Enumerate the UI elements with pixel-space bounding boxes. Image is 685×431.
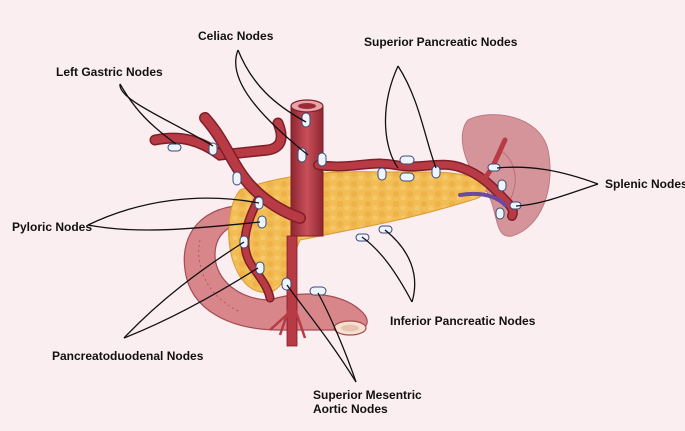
splenic-artery [313, 137, 518, 221]
label-pancreatoduodenal-nodes: Pancreatoduodenal Nodes [52, 349, 204, 363]
node-sp-3 [399, 172, 415, 182]
pancreas [228, 171, 487, 294]
node-left-gastric-1 [167, 143, 182, 152]
leader-splenic-2 [515, 183, 599, 207]
label-superior-mesentric-line2: Aortic Nodes [313, 402, 388, 416]
leader-sm-2 [317, 292, 357, 383]
label-superior-pancreatic-nodes: Superior Pancreatic Nodes [364, 35, 518, 49]
leader-pyloric-1 [87, 197, 260, 226]
label-pyloric-nodes: Pyloric Nodes [12, 220, 93, 234]
leader-superior-pancreatic-1 [384, 65, 399, 169]
label-superior-mesentric-line1: Superior Mesentric [313, 388, 422, 402]
label-left-gastric-nodes: Left Gastric Nodes [56, 65, 163, 79]
node-celiac-3 [317, 152, 327, 167]
node-sp-2 [399, 155, 415, 165]
node-splenic-4 [495, 207, 505, 220]
leader-left-gastric-1 [119, 83, 177, 145]
node-sm-2 [309, 286, 327, 296]
label-celiac-nodes: Celiac Nodes [198, 29, 274, 43]
node-splenic-2 [497, 179, 507, 192]
leader-left-gastric-2 [119, 83, 214, 147]
leader-inferior-pancreatic-2 [384, 229, 416, 303]
node-left-gastric-2 [208, 142, 218, 156]
leader-celiac-2 [235, 49, 309, 156]
leader-inferior-pancreatic-1 [361, 236, 413, 303]
node-pd-2 [255, 261, 265, 275]
node-hepatic-1 [232, 171, 242, 186]
node-ip-2 [378, 225, 393, 234]
leader-superior-pancreatic-2 [397, 65, 437, 169]
leader-splenic-1 [496, 166, 599, 185]
leader-pd-1 [123, 241, 245, 339]
leader-sm-1 [286, 284, 357, 383]
node-sp-4 [431, 165, 441, 179]
node-sp-1 [377, 167, 387, 181]
label-splenic-nodes: Splenic Nodes [605, 177, 685, 191]
label-inferior-pancreatic-nodes: Inferior Pancreatic Nodes [390, 314, 536, 328]
left-gastric-artery [149, 117, 287, 161]
leader-celiac-1 [237, 49, 307, 123]
leader-pyloric-2 [87, 221, 261, 231]
leader-lines [87, 49, 599, 383]
leader-pd-2 [123, 267, 259, 339]
